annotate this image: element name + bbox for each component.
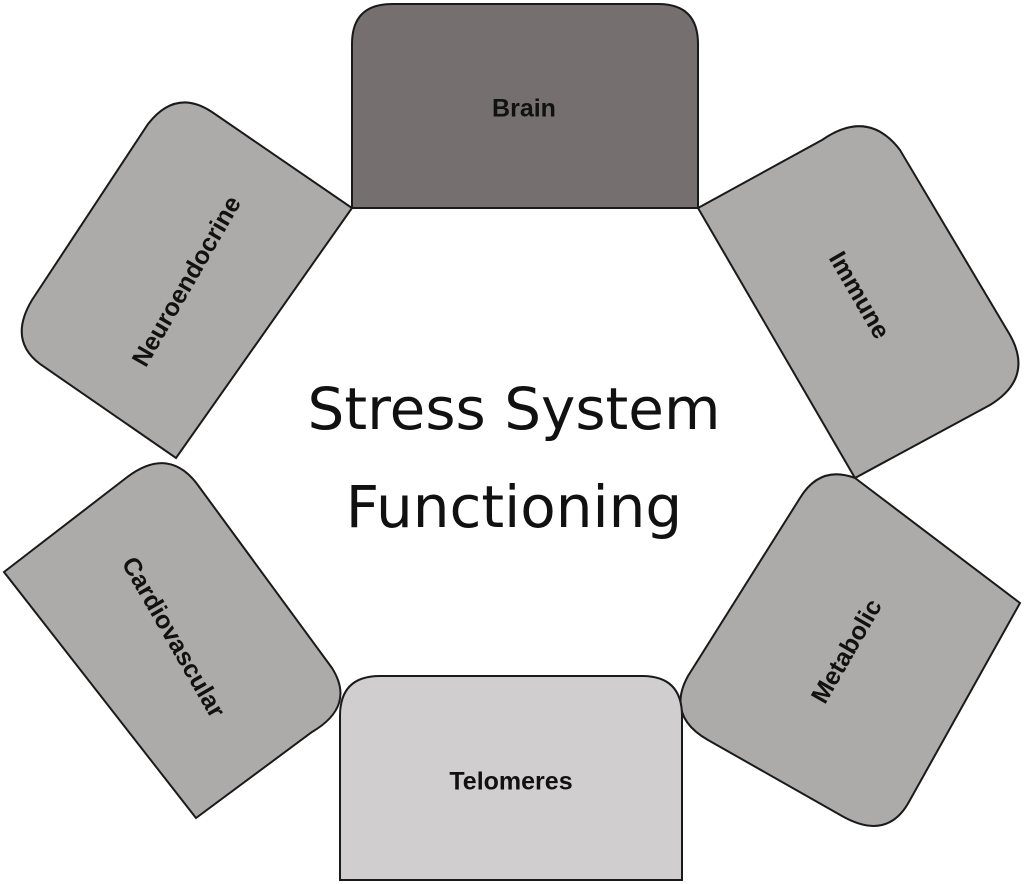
panel-immune: Immune (696, 125, 1020, 480)
panel-cardiovascular-shape (2, 462, 342, 820)
center-title-line1: Stress System (308, 375, 721, 443)
panel-telomeres: Telomeres (339, 675, 683, 881)
panel-brain-label: Brain (492, 95, 556, 123)
panel-metabolic: Metabolic (679, 473, 1022, 827)
panel-brain-shape (351, 3, 699, 209)
panel-cardiovascular: Cardiovascular (2, 462, 342, 820)
center-title-line2: Functioning (346, 473, 682, 541)
panel-immune-shape (696, 125, 1020, 480)
panel-brain: Brain (351, 3, 699, 209)
panel-telomeres-shape (339, 675, 683, 881)
panel-neuroendocrine-shape (20, 101, 354, 460)
panel-neuroendocrine: Neuroendocrine (20, 101, 354, 460)
panel-telomeres-label: Telomeres (449, 768, 572, 796)
panel-metabolic-shape (679, 473, 1022, 827)
